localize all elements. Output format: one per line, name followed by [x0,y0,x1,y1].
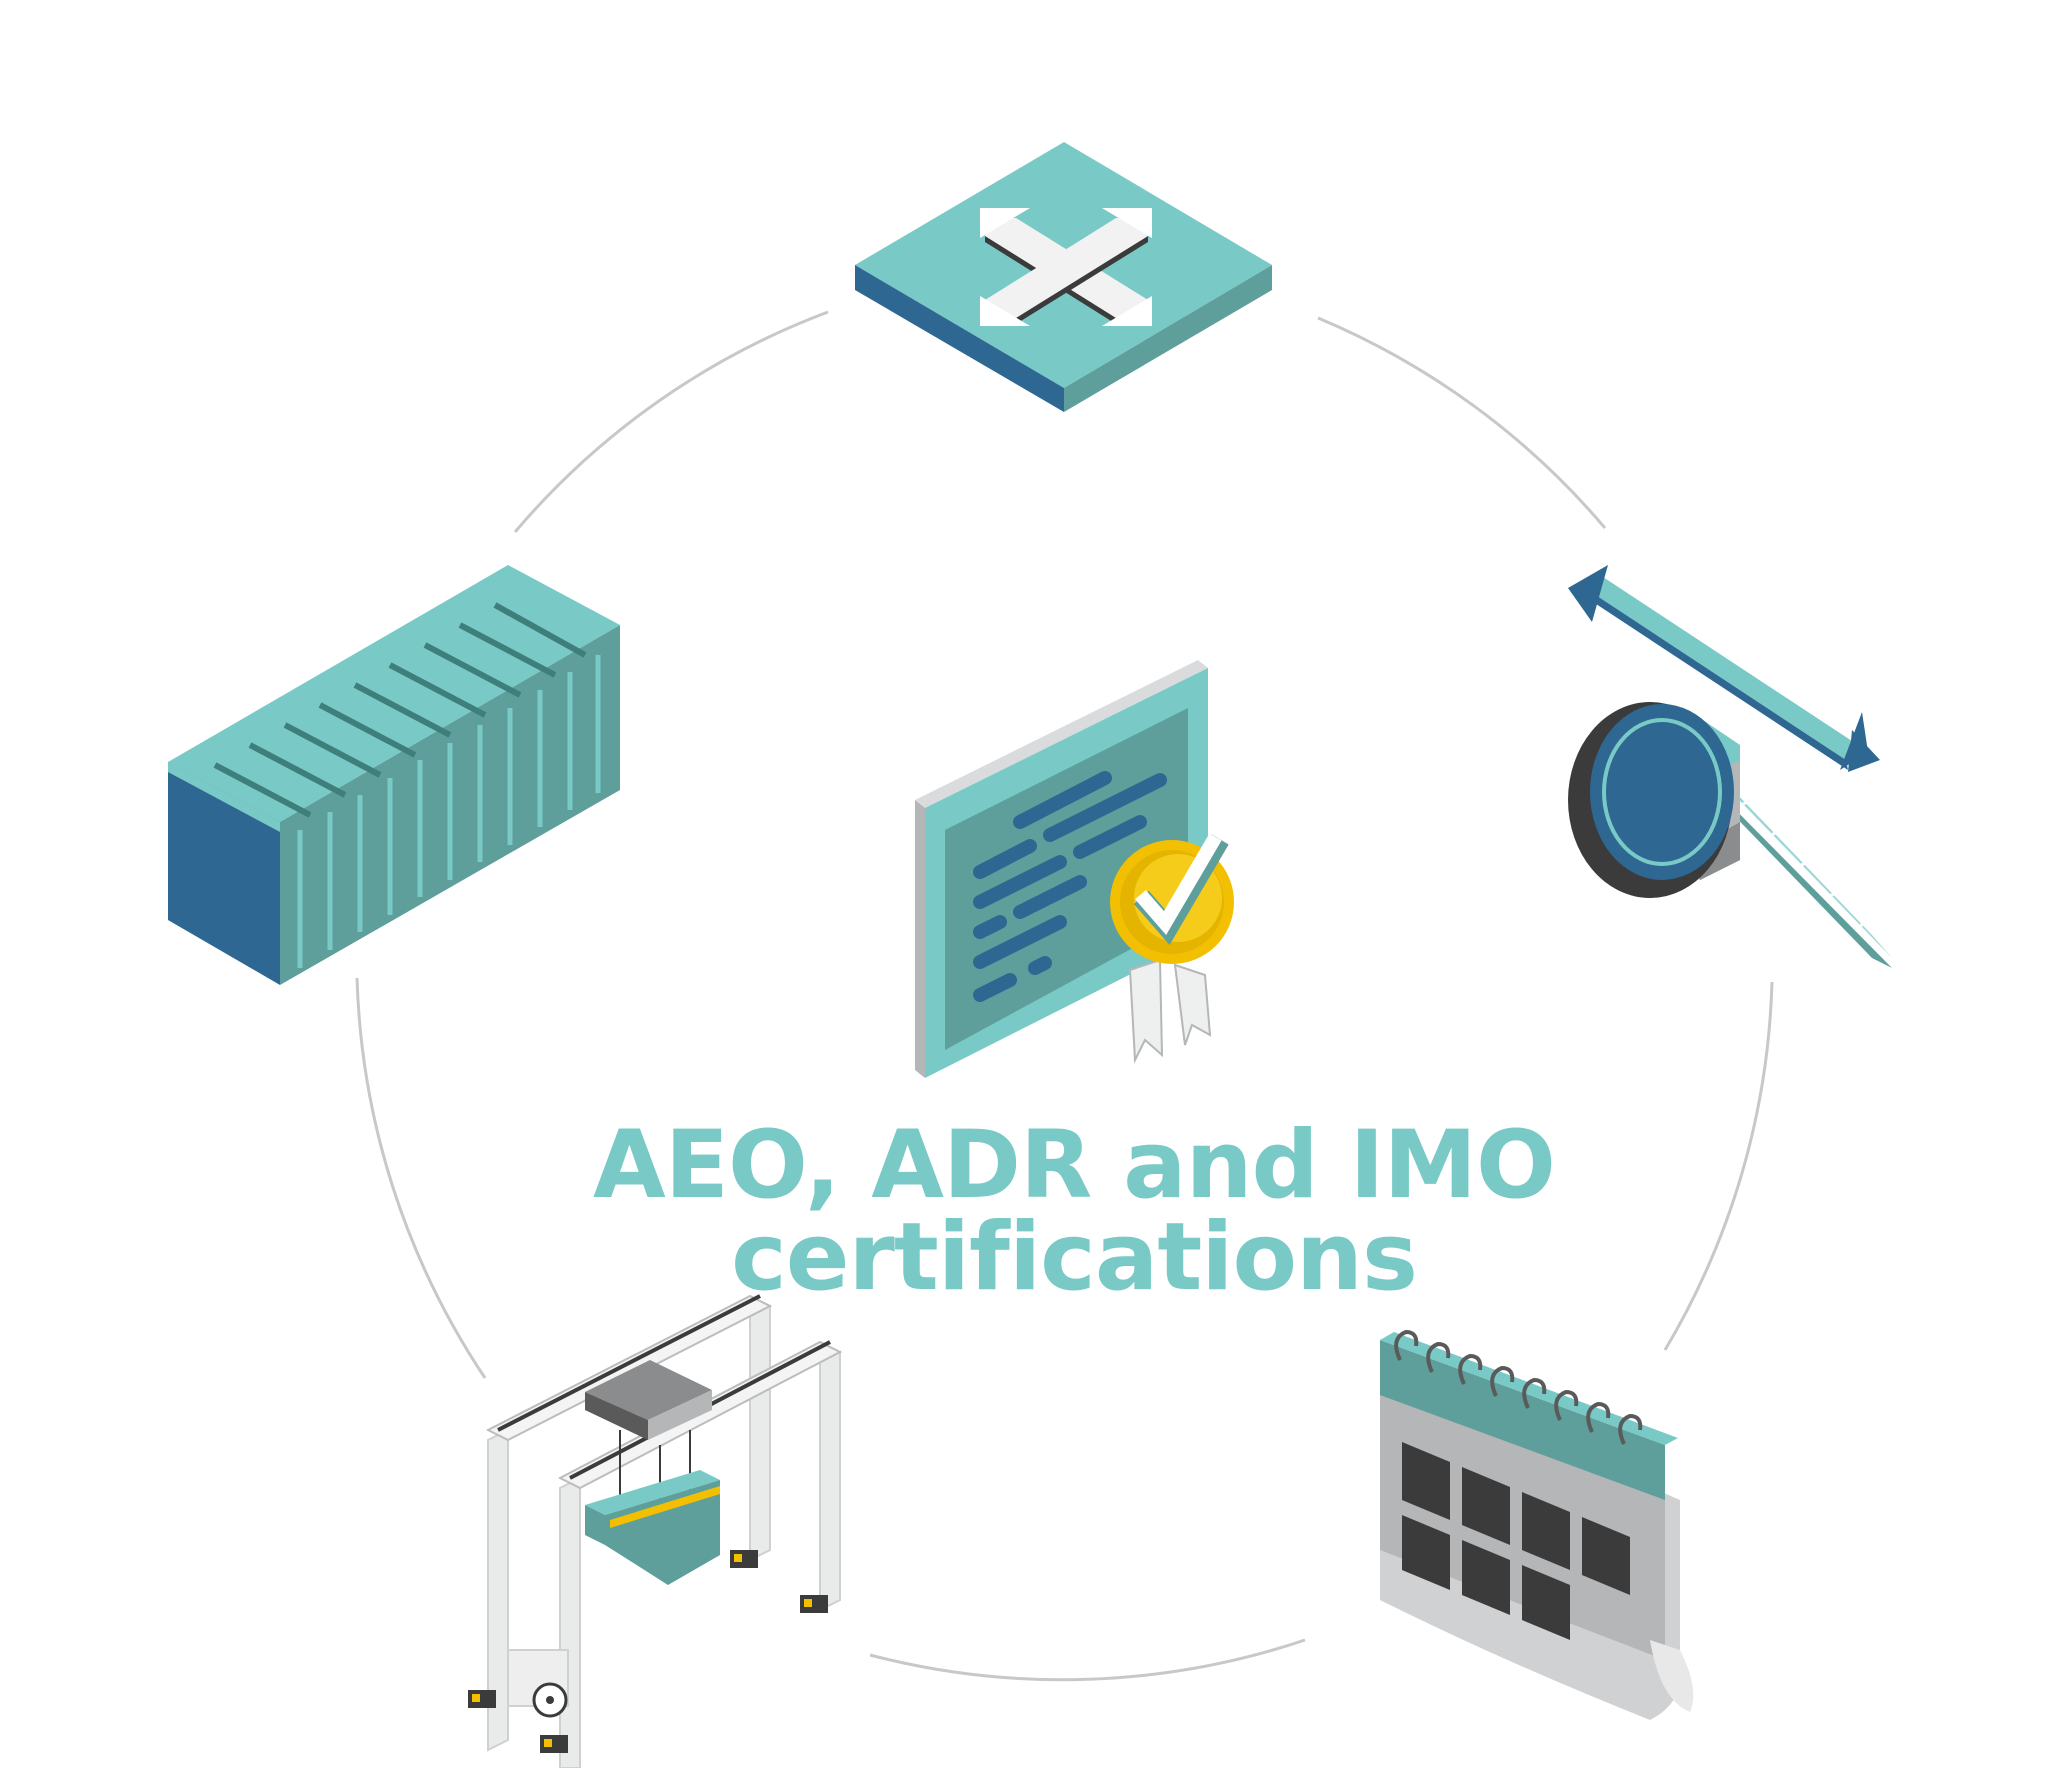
double-arrow-icon [1568,565,1880,772]
move-arrows-icon [980,208,1152,326]
tape-measure-icon [1568,565,1892,968]
headline-line-2: certifications [731,1203,1418,1312]
shipping-container-icon [168,565,620,985]
calendar-icon [1380,1329,1694,1720]
headline-line-1: AEO, ADR and IMO [593,1111,1556,1220]
fan-icon [507,1649,569,1718]
ring-arc-top-right [1317,316,1607,529]
ring-arc-left [355,977,487,1379]
gantry-crane-icon [468,1294,843,1768]
pallet-move-icon [855,142,1272,412]
headline: AEO, ADR and IMO certifications [424,1111,1724,1312]
container-side-ribs [297,655,601,968]
certificate-text-lines [973,771,1167,1002]
ring-arc-bottom [869,1638,1306,1682]
seal-badge-icon [1110,833,1234,964]
seal-ribbon [1128,958,1212,1064]
calendar-rings [1394,1329,1643,1445]
calendar-grid [1402,1442,1630,1640]
ring-arc-top-left [513,310,829,533]
certificate-icon [915,660,1234,1078]
container-roof-ribs [213,602,587,818]
ring [355,310,1774,1682]
ring-arc-right [1663,981,1774,1351]
